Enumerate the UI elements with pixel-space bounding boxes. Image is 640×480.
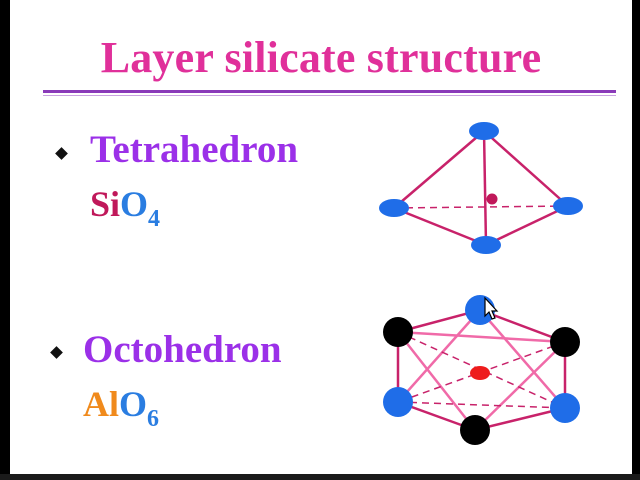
slide: Layer silicate structure Tetrahedron SiO… xyxy=(10,0,632,474)
formula-anion-o: O xyxy=(119,384,148,424)
oxygen-atom xyxy=(553,197,583,215)
black-atom xyxy=(550,327,580,357)
sio4-formula: SiO4 xyxy=(90,183,160,232)
tetrahedron-heading: Tetrahedron xyxy=(90,128,299,171)
si-center-atom xyxy=(486,193,498,205)
mouse-pointer-icon xyxy=(484,296,499,320)
tetra-bond xyxy=(393,130,485,209)
screen-bottom-edge xyxy=(0,474,640,480)
tetra-bond xyxy=(483,130,569,207)
formula-cation-al: Al xyxy=(83,384,119,424)
octa-face-edge xyxy=(397,331,476,431)
slide-title: Layer silicate structure xyxy=(100,33,542,82)
oxygen-atom xyxy=(379,199,409,217)
formula-cation-si: Si xyxy=(90,184,121,224)
octa-face-edge xyxy=(474,341,566,431)
tetrahedron-diagram xyxy=(379,122,583,254)
octa-face-edge xyxy=(479,309,566,409)
octahedron-diagram xyxy=(383,295,580,445)
title-underline-thin xyxy=(43,95,616,96)
alo6-formula: AlO6 xyxy=(83,383,159,432)
octohedron-heading: Octohedron xyxy=(83,328,282,371)
black-atom xyxy=(460,415,490,445)
tetra-bond xyxy=(482,130,488,246)
formula-subscript-4: 4 xyxy=(148,206,161,232)
formula-anion-o: O xyxy=(120,184,149,224)
oxygen-atom xyxy=(469,122,499,140)
al-center-atom xyxy=(470,366,490,380)
oxygen-atom xyxy=(471,236,501,254)
octa-back-edge xyxy=(397,331,566,409)
tetra-back-edge xyxy=(393,205,569,209)
title-underline xyxy=(43,90,616,93)
tetra-bond xyxy=(393,206,487,247)
tetra-bond xyxy=(485,204,569,247)
octa-back-edge xyxy=(397,401,566,409)
black-atom xyxy=(383,317,413,347)
formula-subscript-6: 6 xyxy=(147,406,160,432)
oxygen-atom xyxy=(383,387,413,417)
octa-face-edge xyxy=(397,330,566,344)
oxygen-atom xyxy=(550,393,580,423)
octa-face-edge xyxy=(397,309,481,403)
